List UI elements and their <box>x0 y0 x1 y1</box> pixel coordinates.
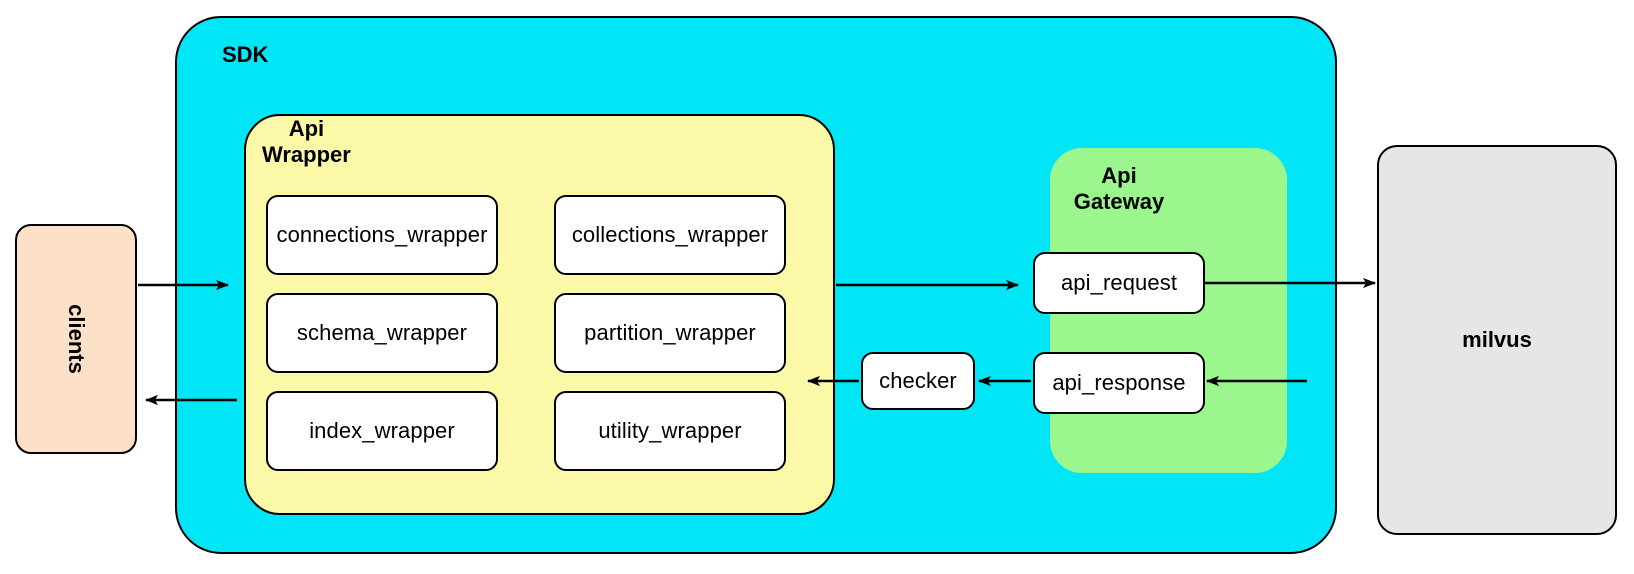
node-utility-wrapper-label: utility_wrapper <box>598 418 742 443</box>
node-api-response[interactable]: api_response <box>1033 352 1205 414</box>
sdk-container-label: SDK <box>222 42 269 67</box>
api-gateway-container-label: Api Gateway <box>1073 163 1165 214</box>
node-checker-label: checker <box>879 368 957 393</box>
node-checker[interactable]: checker <box>861 352 975 410</box>
node-milvus-label: milvus <box>1462 327 1532 352</box>
node-milvus[interactable]: milvus <box>1377 145 1617 535</box>
node-api-request[interactable]: api_request <box>1033 252 1205 314</box>
node-index-wrapper[interactable]: index_wrapper <box>266 391 498 471</box>
node-collections-wrapper[interactable]: collections_wrapper <box>554 195 786 275</box>
node-schema-wrapper-label: schema_wrapper <box>296 320 468 345</box>
node-api-response-label: api_response <box>1052 370 1186 395</box>
node-partition-wrapper[interactable]: partition_wrapper <box>554 293 786 373</box>
node-utility-wrapper[interactable]: utility_wrapper <box>554 391 786 471</box>
node-clients[interactable]: clients <box>15 224 137 454</box>
node-partition-wrapper-label: partition_wrapper <box>584 320 756 345</box>
node-index-wrapper-label: index_wrapper <box>309 418 455 443</box>
node-api-request-label: api_request <box>1060 270 1178 295</box>
node-clients-label: clients <box>63 304 89 374</box>
api-wrapper-container-label: Api Wrapper <box>262 116 351 167</box>
node-connections-wrapper-label: connections_wrapper <box>276 222 488 247</box>
node-connections-wrapper[interactable]: connections_wrapper <box>266 195 498 275</box>
node-schema-wrapper[interactable]: schema_wrapper <box>266 293 498 373</box>
node-collections-wrapper-label: collections_wrapper <box>571 222 769 247</box>
